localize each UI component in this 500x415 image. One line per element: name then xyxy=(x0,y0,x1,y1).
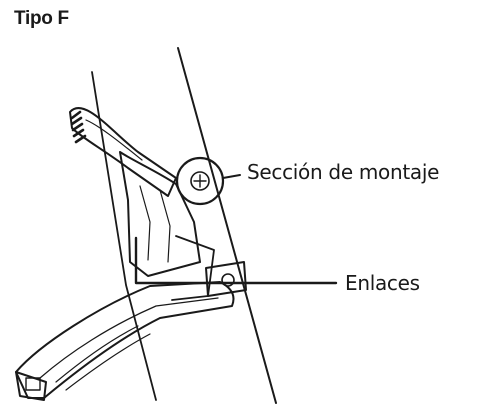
cage-slot xyxy=(55,325,139,383)
lever-grip xyxy=(70,110,87,144)
body-detail-2 xyxy=(159,189,171,263)
cage-slot-2 xyxy=(65,333,151,391)
link-arm xyxy=(171,235,215,301)
links-leader-line xyxy=(134,236,338,285)
links-label: Enlaces xyxy=(345,271,420,295)
lever-arm-inner xyxy=(85,119,143,161)
mount-leader-line xyxy=(222,174,241,179)
body-detail xyxy=(139,185,151,261)
lever-arm xyxy=(69,107,177,197)
seat-tube-line xyxy=(177,47,277,404)
mounting-bolt xyxy=(190,171,210,191)
link-bracket xyxy=(205,261,247,297)
cage-inner-line xyxy=(39,297,219,379)
mounting-circle xyxy=(175,156,225,206)
derailleur-cage xyxy=(15,281,235,399)
diagram-title: Tipo F xyxy=(14,8,69,29)
mounting-bolt-slot xyxy=(193,174,207,188)
derailleur-body xyxy=(119,151,201,277)
cage-end-block xyxy=(25,377,41,391)
cable-line xyxy=(91,71,157,401)
mount-section-label: Sección de montaje xyxy=(247,160,440,184)
